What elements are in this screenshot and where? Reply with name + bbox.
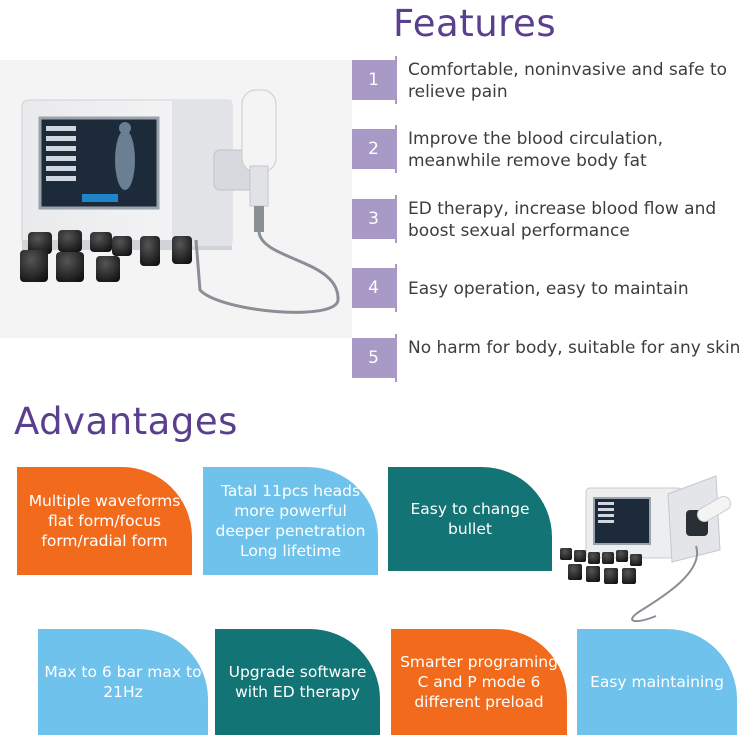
feature-divider — [395, 195, 397, 243]
feature-divider — [395, 264, 397, 312]
feature-text: Improve the blood circulation, meanwhile… — [408, 129, 664, 171]
feature-number: 5 — [352, 338, 395, 378]
product-image-secondary — [556, 466, 750, 624]
advantage-card-pressure: Max to 6 bar max to 21Hz — [38, 629, 208, 735]
feature-text: Comfortable, noninvasive and safe to rel… — [408, 60, 728, 102]
product-image-main — [0, 60, 352, 338]
advantage-card-text: Tatal 11pcs heads more powerful deeper p… — [215, 482, 366, 560]
advantage-card-bullet: Easy to change bullet — [388, 467, 552, 571]
feature-divider — [395, 334, 397, 382]
advantage-card-programming: Smarter programing C and P mode 6 differ… — [391, 629, 567, 735]
feature-number: 4 — [352, 268, 395, 308]
feature-item-1: 1 Comfortable, noninvasive and safe to r… — [352, 56, 750, 104]
advantage-card-software: Upgrade software with ED therapy — [215, 629, 380, 735]
feature-text: Easy operation, easy to maintain — [408, 279, 689, 299]
feature-item-4: 4 Easy operation, easy to maintain — [352, 264, 750, 312]
advantage-card-heads: Tatal 11pcs heads more powerful deeper p… — [203, 467, 378, 575]
feature-item-3: 3 ED therapy, increase blood flow and bo… — [352, 195, 750, 243]
advantage-card-waveforms: Multiple waveforms flat form/focus form/… — [17, 467, 192, 575]
feature-item-2: 2 Improve the blood circulation, meanwhi… — [352, 125, 750, 173]
advantage-card-text: Upgrade software with ED therapy — [228, 663, 367, 701]
advantage-card-text: Easy maintaining — [590, 673, 724, 691]
advantage-card-text: Multiple waveforms flat form/focus form/… — [28, 492, 181, 550]
feature-number: 3 — [352, 199, 395, 239]
advantage-card-text: Smarter programing C and P mode 6 differ… — [400, 653, 558, 711]
feature-text: No harm for body, suitable for any skin — [408, 338, 741, 358]
advantage-card-text: Easy to change bullet — [410, 500, 530, 538]
features-heading: Features — [393, 2, 557, 45]
advantages-heading: Advantages — [14, 400, 238, 443]
feature-divider — [395, 56, 397, 104]
feature-item-5: 5 No harm for body, suitable for any ski… — [352, 334, 750, 382]
feature-divider — [395, 125, 397, 173]
feature-number: 2 — [352, 129, 395, 169]
feature-number: 1 — [352, 60, 395, 100]
advantage-card-text: Max to 6 bar max to 21Hz — [44, 663, 202, 701]
feature-text: ED therapy, increase blood flow and boos… — [408, 199, 717, 241]
advantage-card-maintaining: Easy maintaining — [577, 629, 737, 735]
